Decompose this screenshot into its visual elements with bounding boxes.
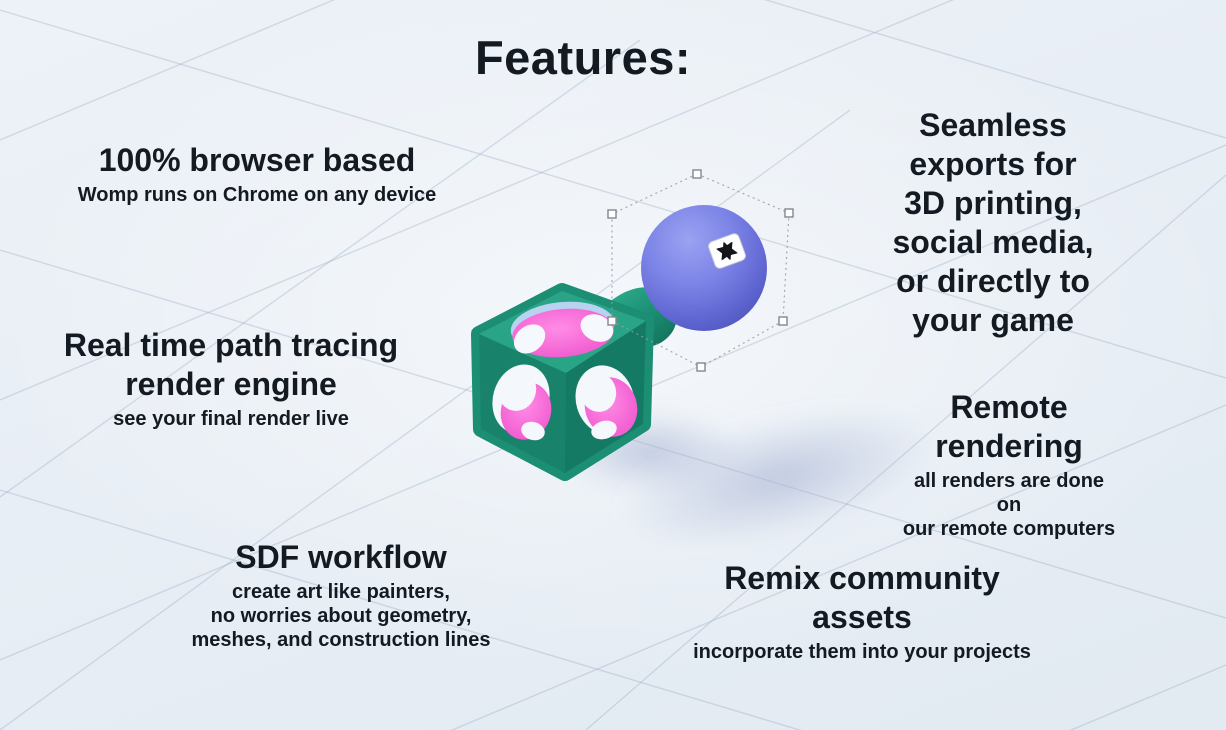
feature-heading: Seamless exports for 3D printing, social… xyxy=(892,107,1094,338)
feature-subtext: see your final render live xyxy=(113,408,349,430)
selection-handle[interactable] xyxy=(692,169,702,179)
cube-right-hole xyxy=(575,365,638,440)
cube-left-hole xyxy=(492,364,552,441)
feature-subtext: all renders are done on our remote compu… xyxy=(902,470,1116,540)
feature-subtext: Womp runs on Chrome on any device xyxy=(77,184,437,206)
feature-subtext: create art like painters, no worries abo… xyxy=(191,581,491,651)
feature-heading: 100% browser based xyxy=(98,142,416,178)
selection-handle[interactable] xyxy=(784,208,794,218)
viewport-3d-scene xyxy=(471,169,939,549)
green-cube[interactable] xyxy=(471,283,654,481)
selection-handle[interactable] xyxy=(696,362,706,372)
selection-bounding-box xyxy=(611,173,790,368)
object-shadow xyxy=(555,407,939,549)
feature-heading: Remote rendering xyxy=(935,389,1083,464)
page-title: Features: xyxy=(474,31,692,84)
feature-heading: Remix community assets xyxy=(724,560,1000,635)
selection-handle[interactable] xyxy=(607,316,617,326)
blue-sphere[interactable] xyxy=(641,205,767,331)
feature-remote-rendering: Remote rendering all renders are done on… xyxy=(901,388,1118,541)
feature-seamless-exports: Seamless exports for 3D printing, social… xyxy=(877,106,1110,340)
cube-top-hole xyxy=(510,301,615,358)
selection-handle[interactable] xyxy=(607,209,617,219)
feature-browser-based: 100% browser based Womp runs on Chrome o… xyxy=(78,141,437,207)
selection-handle[interactable] xyxy=(778,316,788,326)
feature-subtext: incorporate them into your projects xyxy=(693,641,1031,663)
feature-heading: SDF workflow xyxy=(235,539,447,575)
move-tool-icon[interactable] xyxy=(707,232,747,269)
feature-path-tracing-engine: Real time path tracing render engine see… xyxy=(64,326,398,431)
feature-heading: Real time path tracing render engine xyxy=(63,327,399,402)
feature-sdf-workflow: SDF workflow create art like painters, n… xyxy=(192,538,491,652)
feature-remix-assets: Remix community assets incorporate them … xyxy=(680,559,1044,664)
